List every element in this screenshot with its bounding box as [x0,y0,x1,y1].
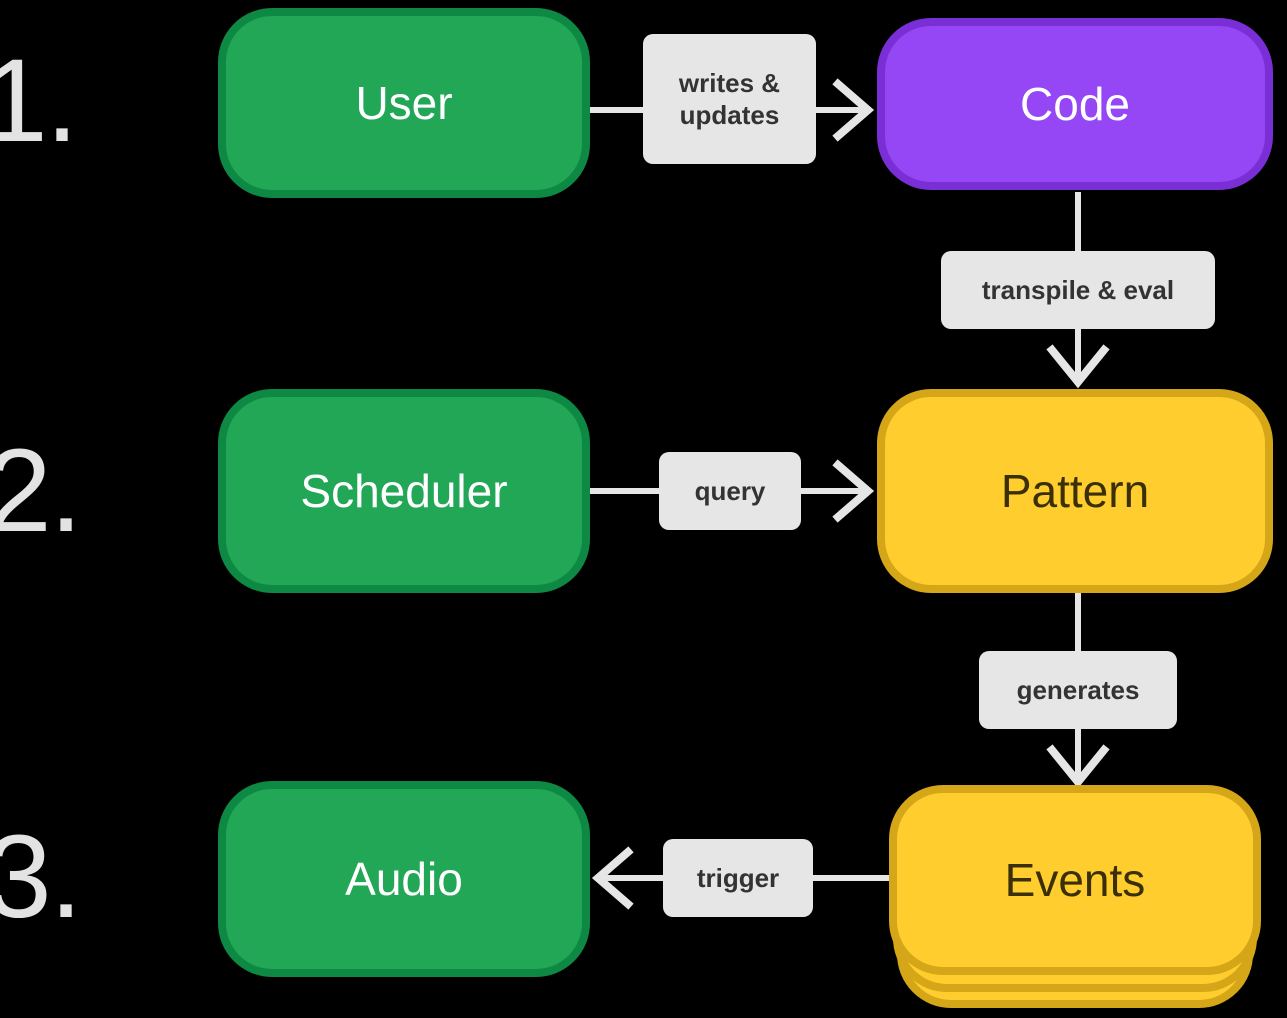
edge-label-transpile-eval-text: transpile & eval [981,274,1175,305]
arrowhead-code-pattern [1046,344,1110,389]
edge-label-trigger: trigger [663,839,813,917]
node-audio[interactable]: Audio [218,781,590,977]
arrowhead-user-code [832,78,875,142]
edge-label-generates-text: generates [1016,674,1140,705]
edge-label-trigger-text: trigger [696,862,780,893]
arrowhead-pattern-events [1046,744,1110,789]
node-audio-label: Audio [345,853,463,905]
node-pattern[interactable]: Pattern [877,389,1273,593]
node-pattern-label: Pattern [1000,465,1150,517]
step-number-2: 2. [0,425,82,557]
arrowhead-scheduler-pattern [832,459,875,523]
edge-label-query: query [659,452,801,530]
step-number-3: 3. [0,811,82,943]
edge-label-transpile-eval: transpile & eval [941,251,1215,329]
node-code-label: Code [1020,78,1130,130]
edge-label-writes-updates-line1: writes & [678,67,781,98]
node-user[interactable]: User [218,8,590,198]
node-scheduler-label: Scheduler [300,465,508,517]
edge-label-writes-updates-line2: updates [679,100,780,130]
node-events-label: Events [1004,854,1146,906]
edge-label-query-text: query [694,475,766,506]
node-scheduler[interactable]: Scheduler [218,389,590,593]
node-user-label: User [355,77,453,129]
node-events[interactable]: Events [889,785,1261,975]
node-code[interactable]: Code [877,18,1273,190]
edge-label-generates: generates [979,651,1177,729]
arrowhead-events-audio [591,846,634,910]
edge-label-writes-updates: writes & updates [643,34,816,164]
step-number-1: 1. [0,35,78,167]
